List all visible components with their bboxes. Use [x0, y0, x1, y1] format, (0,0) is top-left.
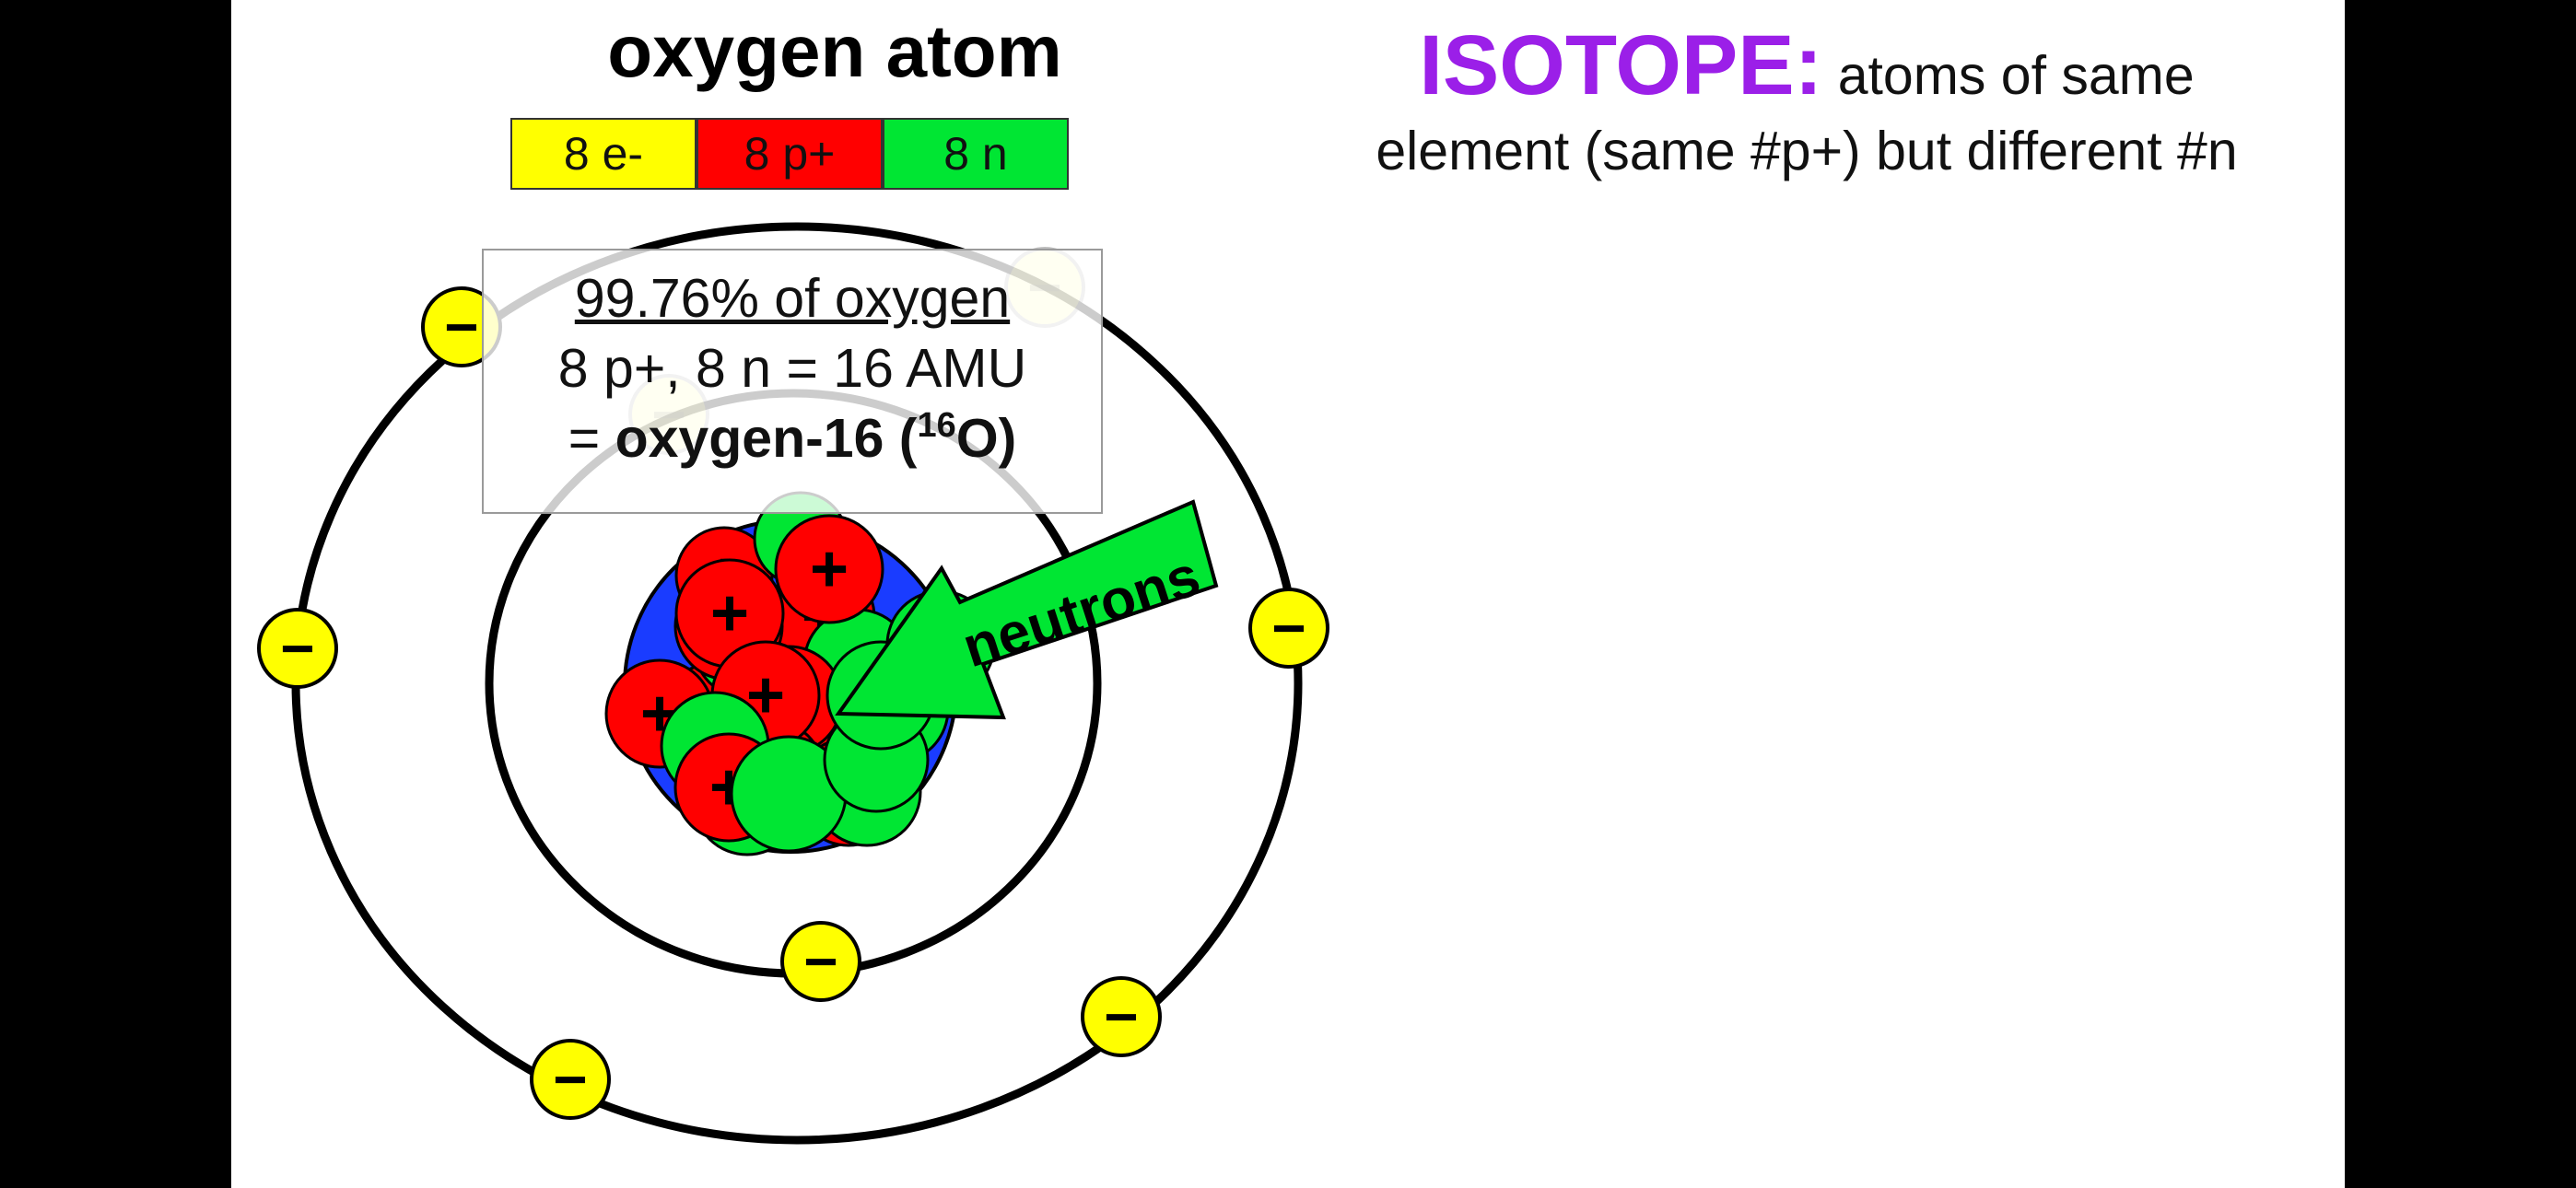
isotope-name: oxygen-16 (16O) [615, 408, 1017, 469]
electron: − [530, 1039, 611, 1120]
electron: − [257, 608, 338, 689]
proton: + [674, 558, 785, 669]
electron-circle [780, 921, 861, 1002]
definition-line-1: ISOTOPE: atoms of same [1272, 23, 2341, 113]
electron-charge: − [1104, 984, 1138, 1050]
electron: − [1081, 976, 1162, 1057]
abundance-text: 99.76% of oxygen [574, 268, 1011, 329]
neutron-count-box: 8 n [883, 118, 1069, 190]
slide-canvas: +++++++++++++ neutrons −−−−−−−− oxygen a… [231, 0, 2345, 1188]
proton-count-box: 8 p+ [697, 118, 883, 190]
electron-circle [530, 1039, 611, 1120]
electron-charge: − [444, 294, 478, 360]
electron-circle [1248, 588, 1329, 669]
definition-text-1: atoms of same [1837, 45, 2195, 106]
electron-charge: − [1271, 595, 1306, 661]
electron: − [1248, 588, 1329, 669]
element-symbol: O) [955, 408, 1017, 469]
proton-circle [774, 514, 884, 624]
isotope-term: ISOTOPE: [1419, 18, 1823, 112]
electron-count-box: 8 e- [510, 118, 697, 190]
electron-charge: − [803, 928, 837, 995]
isotope-name-label: oxygen-16 ( [615, 408, 918, 469]
atom-title: oxygen atom [607, 10, 1062, 92]
electron-charge: − [280, 615, 314, 681]
mass-number: 16 [917, 406, 956, 445]
isotope-info-box: 99.76% of oxygen 8 p+, 8 n = 16 AMU = ox… [482, 249, 1103, 514]
isotope-definition: ISOTOPE: atoms of same element (same #p+… [1272, 23, 2341, 189]
proton-charge: + [710, 577, 749, 650]
equals-sign: = [568, 408, 615, 469]
electron-circle [1081, 976, 1162, 1057]
electron: − [421, 286, 502, 367]
particle-count-row: 8 e- 8 p+ 8 n [510, 118, 1069, 190]
arrow-shape [835, 499, 1219, 720]
isotope-name-text: = oxygen-16 (16O) [484, 403, 1101, 473]
proton-charge: + [810, 532, 849, 606]
electron-charge: − [553, 1046, 587, 1112]
definition-line-2: element (same #p+) but different #n [1376, 121, 2238, 181]
mass-calculation-text: 8 p+, 8 n = 16 AMU [557, 338, 1027, 399]
proton: + [774, 514, 884, 624]
electron-circle [257, 608, 338, 689]
electron: − [780, 921, 861, 1002]
